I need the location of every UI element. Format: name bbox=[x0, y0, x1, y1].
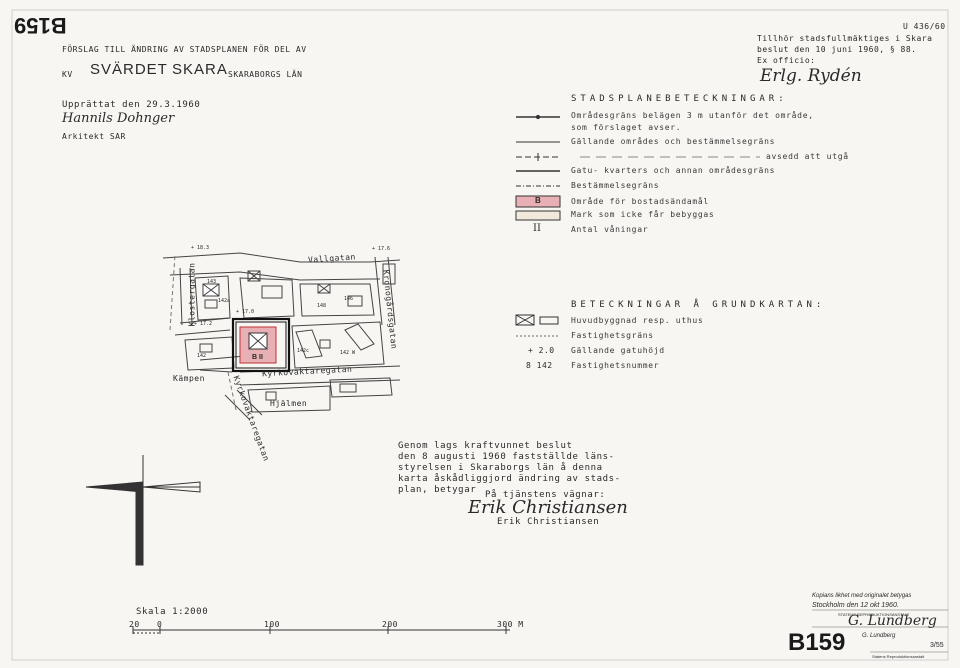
plan-legend-item: Område för bostadsändamål bbox=[571, 197, 709, 206]
scale-tick: 100 bbox=[264, 620, 280, 629]
decision-line: styrelsen i Skaraborgs län å denna bbox=[398, 463, 603, 473]
plan-legend-item: som förslaget avser. bbox=[571, 123, 682, 132]
symbol-b: B bbox=[535, 196, 541, 205]
plan-legend-item: Gatu- kvarters och annan områdesgräns bbox=[571, 166, 776, 175]
scale-tick: 0 bbox=[157, 620, 163, 629]
lot-number: 142 W bbox=[340, 350, 356, 356]
north-arrow bbox=[85, 455, 201, 566]
area-label-west: Kämpen bbox=[173, 374, 205, 383]
copy-stamp-footer: Statens Reproduktionsanstalt bbox=[872, 654, 925, 659]
plan-legend-heading: STADSPLANEBETECKNINGAR: bbox=[571, 94, 788, 104]
architect-signature: Hannils Dohnger bbox=[62, 111, 175, 126]
scale-tick: 20 bbox=[129, 620, 140, 629]
decision-line: Genom lags kraftvunnet beslut bbox=[398, 441, 573, 451]
copy-stamp-signature: G. Lundberg bbox=[848, 613, 937, 629]
scale-bar bbox=[132, 626, 510, 634]
lot-number: 148 bbox=[317, 303, 327, 309]
copy-stamp-name: G. Lundberg bbox=[862, 633, 896, 639]
height-label: + 17.2 bbox=[194, 321, 213, 327]
plan-legend-item: Områdesgräns belägen 3 m utanför det omr… bbox=[571, 111, 814, 120]
plan-legend-item: avsedd att utgå bbox=[766, 152, 849, 161]
plan-legend-item: Mark som icke får bebyggas bbox=[571, 210, 715, 219]
architect-title: Arkitekt SAR bbox=[62, 132, 126, 141]
affiliation-line-1: Tillhör stadsfullmäktiges i Skara bbox=[757, 34, 933, 43]
base-legend-item: Gällande gatuhöjd bbox=[571, 346, 665, 355]
scale-label: Skala 1:2000 bbox=[136, 607, 209, 617]
town-name: SKARA bbox=[172, 61, 228, 78]
site-plan-map bbox=[162, 252, 401, 421]
decision-line: plan, betygar bbox=[398, 485, 477, 495]
base-legend-item: Huvudbyggnad resp. uthus bbox=[571, 316, 704, 325]
plan-legend-item: Gällande områdes och bestämmelsegräns bbox=[571, 137, 776, 146]
height-label: + 17.0 bbox=[236, 309, 255, 315]
height-label: + 17.6 bbox=[372, 246, 391, 252]
copy-stamp-line-3: STATENS REPRODUKTIONSANSTALT bbox=[838, 612, 910, 617]
decision-name: Erik Christiansen bbox=[497, 517, 600, 527]
lot-number: 146 bbox=[344, 296, 354, 302]
lot-number: 142a bbox=[218, 298, 231, 304]
legend-symbols bbox=[515, 114, 760, 337]
scale-tick: 200 bbox=[382, 620, 398, 629]
number-symbol: 8 142 bbox=[526, 361, 553, 370]
reference-number: U 436/60 bbox=[903, 22, 946, 31]
area-label-south: Hjälmen bbox=[270, 399, 308, 408]
county-name: SKARABORGS LÄN bbox=[228, 70, 303, 79]
block-prefix: KV bbox=[62, 70, 73, 79]
decision-on-duty: På tjänstens vägnar: bbox=[485, 490, 606, 500]
base-legend-item: Fastighetsgräns bbox=[571, 331, 654, 340]
copy-stamp-line-1: Kopians likhet med originalet betygas bbox=[812, 593, 912, 599]
base-legend-heading: BETECKNINGAR Å GRUNDKARTAN: bbox=[571, 300, 826, 310]
affiliation-signature: Erlg. Rydén bbox=[760, 66, 862, 86]
sheet-fraction: 3/55 bbox=[930, 642, 944, 649]
scale-tick: 300 M bbox=[497, 620, 524, 629]
block-name: SVÄRDET bbox=[90, 61, 168, 78]
plan-legend-item: Bestämmelsegräns bbox=[571, 181, 660, 190]
height-symbol: + 2.0 bbox=[528, 346, 555, 355]
lot-number: 142 bbox=[197, 353, 207, 359]
sheet-code-mirrored: B159 bbox=[14, 13, 67, 38]
decision-line: den 8 augusti 1960 fastställde läns- bbox=[398, 452, 615, 462]
affiliation-line-2: beslut den 10 juni 1960, § 88. bbox=[757, 45, 917, 54]
decision-signature: Erik Christiansen bbox=[468, 497, 628, 518]
plot-label-b: B II bbox=[252, 354, 263, 361]
prepared-date: Upprättat den 29.3.1960 bbox=[62, 100, 201, 110]
plan-legend-item: Antal våningar bbox=[571, 225, 649, 234]
base-legend-item: Fastighetsnummer bbox=[571, 361, 660, 370]
proposal-title: FÖRSLAG TILL ÄNDRING AV STADSPLANEN FÖR … bbox=[62, 45, 307, 54]
lot-number: 142c bbox=[297, 348, 310, 354]
sheet-code: B159 bbox=[788, 629, 846, 656]
stamp-lines bbox=[812, 609, 948, 653]
affiliation-line-3: Ex officio: bbox=[757, 56, 816, 65]
copy-stamp-line-2: Stockholm den 12 okt 1960. bbox=[812, 602, 899, 609]
street-label-west: Klostergatan bbox=[187, 262, 197, 327]
height-label: + 18.3 bbox=[191, 245, 210, 251]
decision-line: karta åskådliggjord ändring av stads- bbox=[398, 474, 621, 484]
symbol-floors: II bbox=[533, 223, 541, 234]
